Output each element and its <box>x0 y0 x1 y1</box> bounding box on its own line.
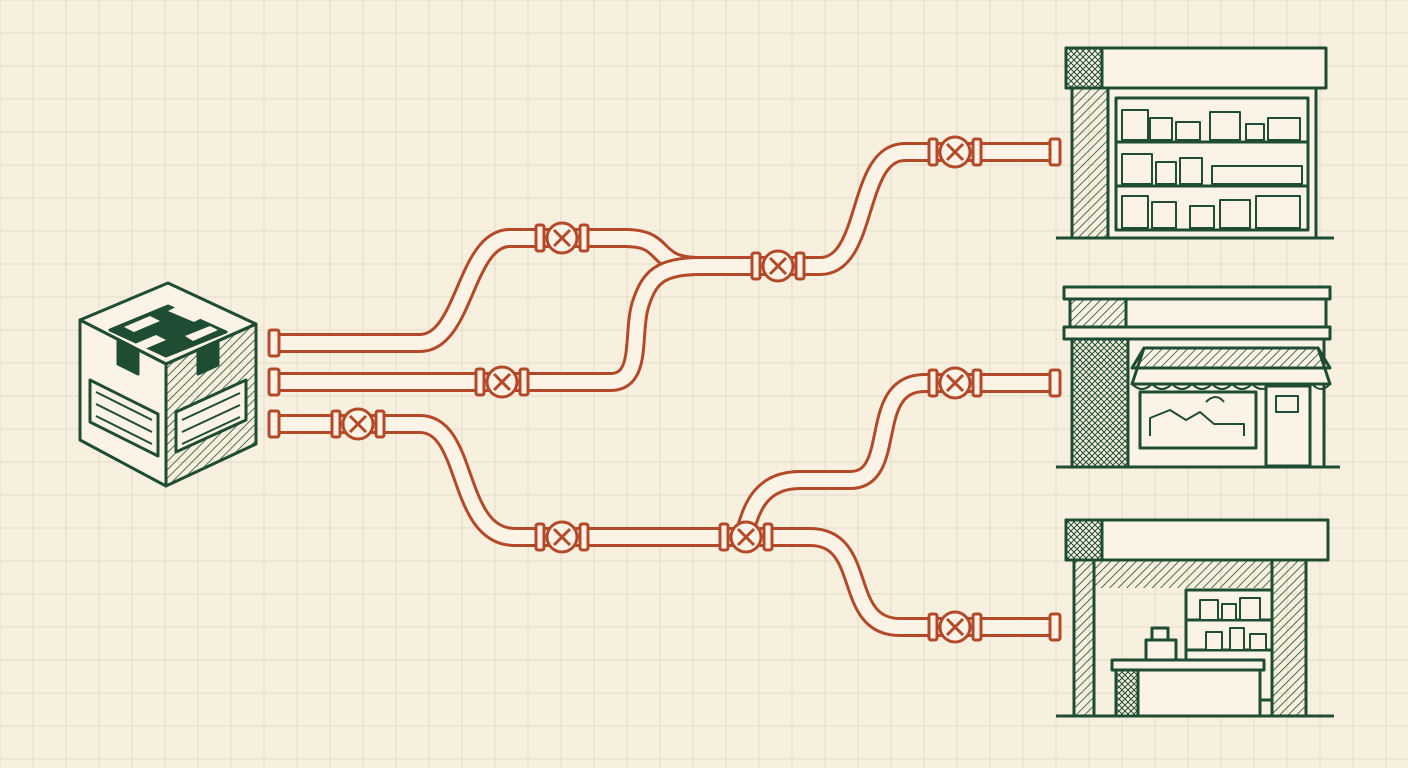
awning-shop-front-icon <box>1056 285 1340 469</box>
valve-icon <box>534 520 590 554</box>
pipe-top-to-store-1 <box>275 142 1055 353</box>
pipe-valves <box>330 135 983 644</box>
valve-icon <box>534 221 590 255</box>
distribution-crate-icon <box>78 281 258 488</box>
pipe-middle-merge <box>275 256 701 392</box>
valve-icon <box>927 366 983 400</box>
pipe-network <box>267 135 1062 644</box>
valve-icon <box>330 407 386 441</box>
valve-icon <box>718 520 774 554</box>
valve-icon <box>927 135 983 169</box>
valve-icon <box>927 610 983 644</box>
pipe-end-caps <box>267 137 1062 642</box>
warehouse-shelf-store-icon <box>1056 46 1334 240</box>
valve-icon <box>750 249 806 283</box>
valve-icon <box>474 365 530 399</box>
checkout-counter-store-icon <box>1056 518 1334 718</box>
pipe-bottom-split <box>275 373 1055 637</box>
